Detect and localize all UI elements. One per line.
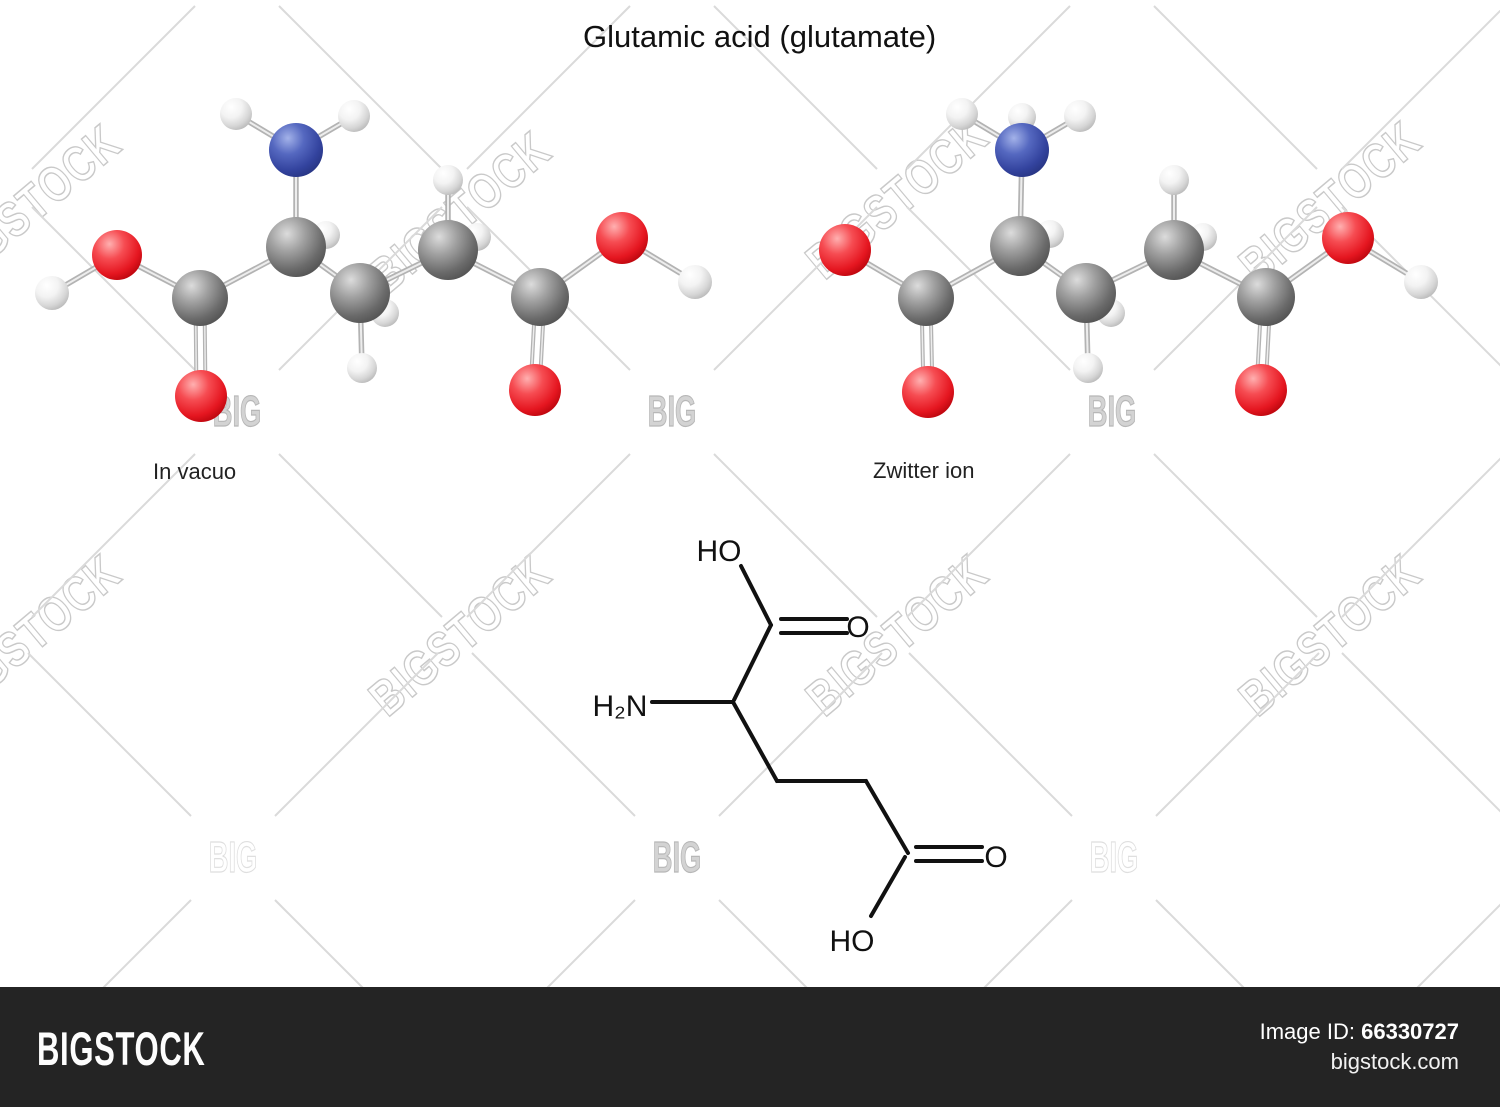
atom-carbon — [990, 216, 1050, 276]
molecule-canvas: HO O H₂N O HO — [27, 5, 1500, 987]
model-label-zwitter-ion: Zwitter ion — [873, 458, 975, 483]
watermark-cross-line — [713, 5, 878, 170]
atom-nitrogen — [995, 123, 1049, 177]
watermark-cross-line — [713, 453, 878, 618]
image-id-line: Image ID: 66330727 — [1260, 1019, 1459, 1045]
atom-oxygen — [509, 364, 561, 416]
watermark-cross-line — [1153, 5, 1318, 170]
atom-hydrogen — [1404, 265, 1438, 299]
watermark-cross-line — [1153, 453, 1318, 618]
atom-hydrogen — [35, 276, 69, 310]
watermark-cross-line — [908, 652, 1073, 817]
atom-oxygen — [1322, 212, 1374, 264]
atom-oxygen — [819, 224, 871, 276]
watermark-cross-line — [1416, 903, 1500, 987]
watermark-cross-line — [718, 899, 808, 987]
atom-hydrogen — [1073, 353, 1103, 383]
watermark-cross-line — [546, 899, 636, 987]
formula-bond-line — [739, 564, 773, 627]
atom-carbon — [1237, 268, 1295, 326]
atom-oxygen — [1235, 364, 1287, 416]
atom-hydrogen — [1159, 165, 1189, 195]
atom-carbon — [511, 268, 569, 326]
watermark-cross-line — [102, 899, 192, 987]
atom-oxygen — [175, 370, 227, 422]
atom-carbon — [330, 263, 390, 323]
formula-atom-label: HO — [830, 925, 875, 958]
formula-bond-line — [732, 623, 773, 702]
atom-hydrogen — [678, 265, 712, 299]
watermark-cross-line — [1341, 652, 1500, 813]
watermark-cross-line — [1341, 9, 1500, 170]
formula-bond-line — [864, 779, 910, 855]
atom-carbon — [418, 220, 478, 280]
atom-nitrogen — [269, 123, 323, 177]
watermark-cross-line — [278, 453, 443, 618]
watermark-cross-line — [274, 652, 439, 817]
formula-bond-line — [731, 700, 779, 783]
watermark-cross-line — [278, 5, 443, 170]
model-label-in-vacuo: In vacuo — [153, 459, 237, 484]
atom-hydrogen — [338, 100, 370, 132]
atom-hydrogen — [220, 98, 252, 130]
formula-atom-label: O — [846, 611, 869, 644]
watermark-cross-line — [906, 453, 1071, 618]
formula-bond-line — [869, 855, 907, 918]
footer-bar — [0, 987, 1500, 1107]
watermark-cross-line — [471, 652, 636, 817]
watermark-cross-line — [31, 5, 196, 170]
watermark-cross-line — [1155, 899, 1245, 987]
watermark-cross-line — [31, 453, 196, 618]
atom-hydrogen — [946, 98, 978, 130]
atom-hydrogen — [1064, 100, 1096, 132]
atom-carbon — [266, 217, 326, 277]
page-title: Glutamic acid (glutamate) — [583, 19, 937, 54]
bigstock-logo: BIGSTOCK — [37, 1022, 206, 1075]
atom-hydrogen — [347, 353, 377, 383]
atom-carbon — [172, 270, 228, 326]
watermark-cross-line — [1153, 206, 1318, 371]
atom-carbon — [1056, 263, 1116, 323]
formula-atom-label: HO — [697, 535, 742, 568]
atom-oxygen — [92, 230, 142, 280]
formula-atom-label: O — [984, 841, 1007, 874]
atom-carbon — [898, 270, 954, 326]
atom-carbon — [1144, 220, 1204, 280]
watermark-cross-line — [274, 899, 364, 987]
image-id-label: Image ID: — [1259, 1019, 1355, 1044]
watermark-cross-line — [1155, 652, 1320, 817]
watermark-cross-line — [27, 652, 192, 817]
formula-atom-label: H₂N — [593, 690, 648, 723]
watermark-cross-line — [718, 652, 883, 817]
watermark-cross-line — [466, 5, 631, 170]
atom-oxygen — [902, 366, 954, 418]
image-id-value: 66330727 — [1361, 1019, 1459, 1044]
atom-hydrogen — [433, 165, 463, 195]
watermark-cross-line — [906, 5, 1071, 170]
atom-oxygen — [596, 212, 648, 264]
watermark-cross-line — [983, 899, 1073, 987]
watermark-cross-line — [906, 206, 1071, 371]
watermark-cross-line — [31, 206, 196, 371]
watermark-cross-line — [1341, 457, 1500, 618]
watermark-cross-line — [466, 453, 631, 618]
site-url: bigstock.com — [1330, 1049, 1459, 1074]
